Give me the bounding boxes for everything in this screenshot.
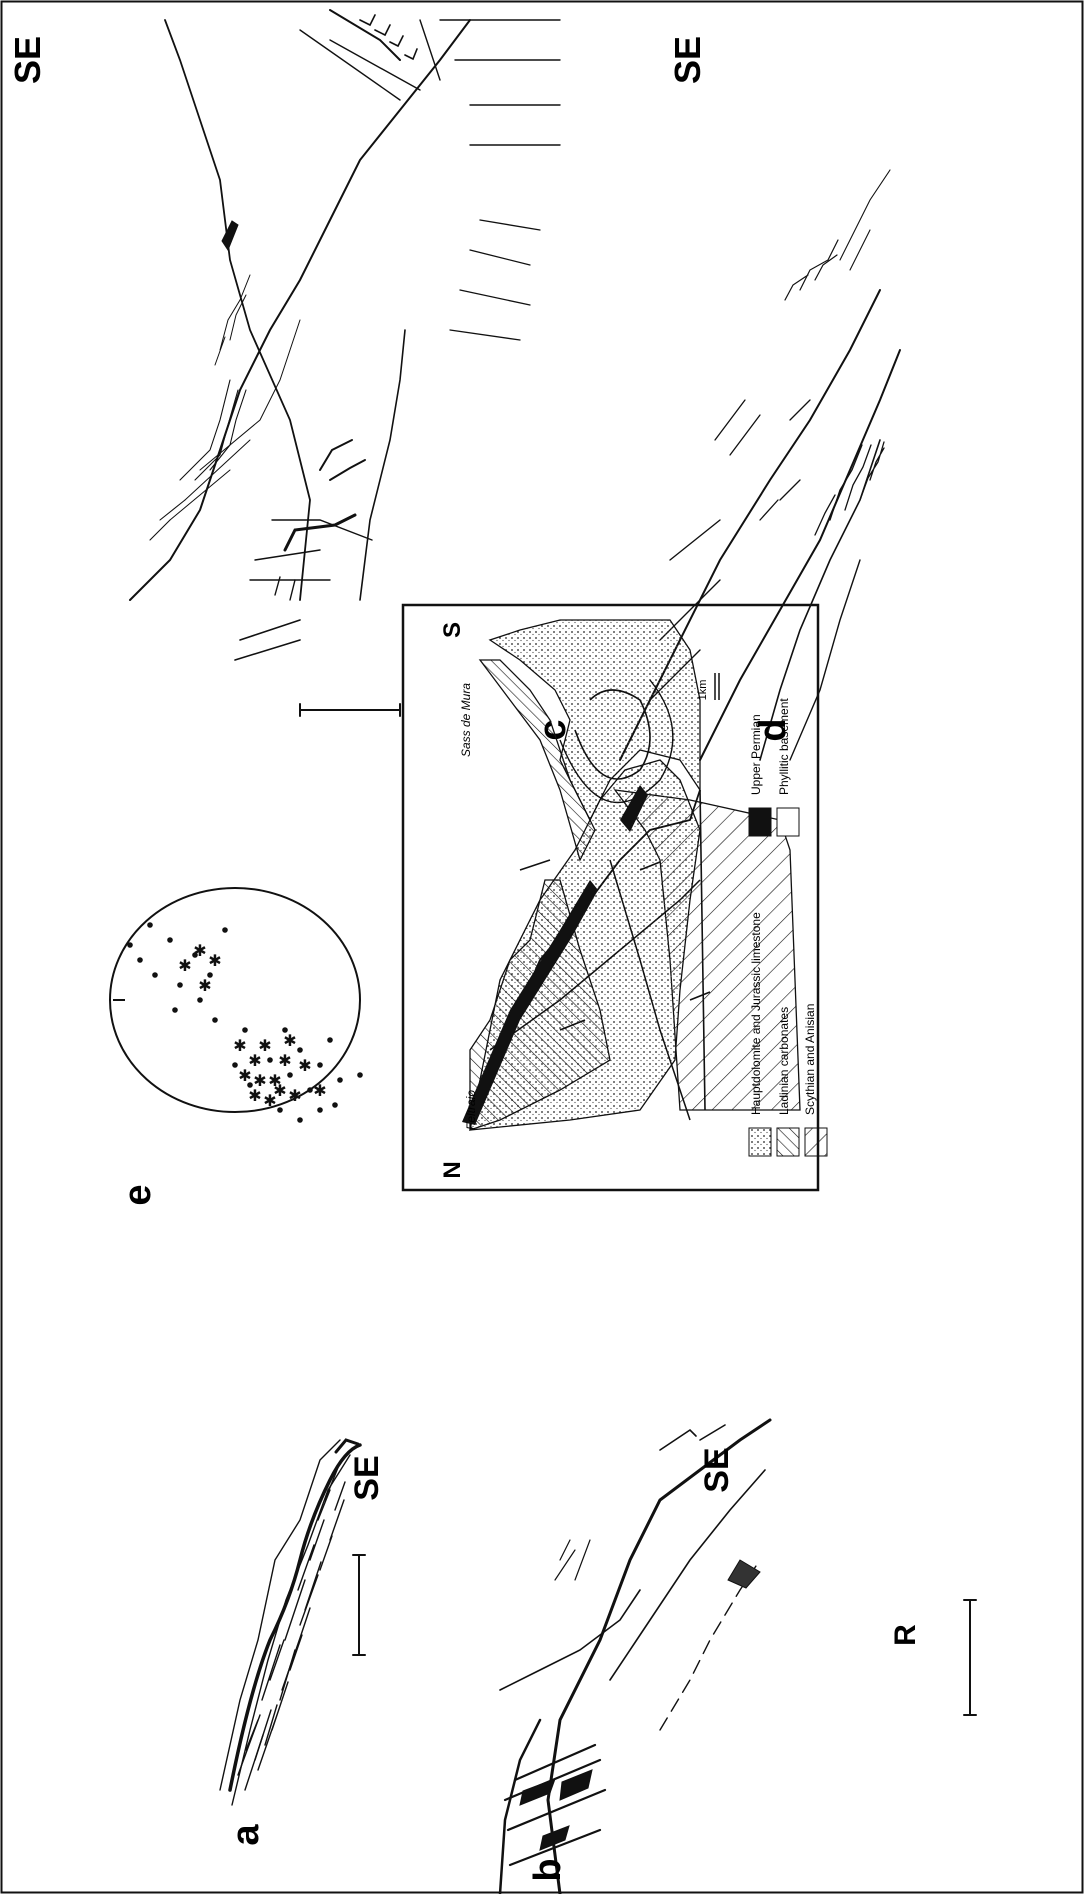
legend-swatch-scythian: [805, 1128, 827, 1156]
cross-section-box: N S Feltraio Sass de Mura 1km Hauptdolom…: [403, 605, 827, 1190]
stereonet-dot: [207, 972, 213, 978]
stereonet-star: ✱: [238, 1068, 251, 1085]
stereonet-dot: [172, 1007, 178, 1013]
panel-a-direction: SE: [348, 1455, 386, 1500]
legend-swatch-upper-permian: [749, 808, 771, 836]
panel-b-direction: SE: [698, 1447, 736, 1492]
legend-label-scythian: Scythian and Anisian: [803, 1004, 817, 1115]
stereonet-star: ✱: [288, 1088, 301, 1105]
stereonet-star: ✱: [178, 958, 191, 975]
stereonet-star: ✱: [258, 1038, 271, 1055]
stereonet-dot: [212, 1017, 218, 1023]
stereonet-dot: [222, 927, 228, 933]
section-left-label: N: [439, 1161, 466, 1178]
stereonet-dot: [287, 1072, 293, 1078]
stereonet-dot: [327, 1037, 333, 1043]
legend-swatch-ladinian: [777, 1128, 799, 1156]
section-place-left: Feltraio: [464, 1090, 478, 1130]
stereonet-star: ✱: [298, 1058, 311, 1075]
panel-a-letter: a: [225, 1824, 267, 1846]
stereonet-dot: [152, 972, 158, 978]
stereonet-dot: [177, 982, 183, 988]
section-scale-bar: 1km: [697, 673, 719, 700]
stereonet-dot: [332, 1102, 338, 1108]
stereonet-star: ✱: [233, 1038, 246, 1055]
stereonet-dot: [317, 1062, 323, 1068]
stereonet-dot: [127, 942, 133, 948]
stereonet-dot: [307, 1087, 313, 1093]
stereonet-star: ✱: [283, 1033, 296, 1050]
panel-d-direction: SE: [667, 36, 708, 84]
stereonet-dot: [267, 1057, 273, 1063]
stereonet-star: ✱: [273, 1083, 286, 1100]
stereonet-dot: [232, 1062, 238, 1068]
stereonet-dot: [137, 957, 143, 963]
stereonet-dot: [197, 997, 203, 1003]
stereonet: ✱✱✱✱✱✱✱✱✱✱✱✱✱✱✱✱✱✱: [110, 888, 363, 1123]
stereonet-star: ✱: [193, 943, 206, 960]
stereonet-dot: [337, 1077, 343, 1083]
panel-b-letter: b: [527, 1858, 569, 1881]
stereonet-circle: [110, 888, 360, 1112]
legend-label-upper-permian: Upper Permian: [749, 714, 763, 795]
stereonet-dot: [357, 1072, 363, 1078]
panel-b-sketch: [500, 1420, 976, 1894]
stereonet-star: ✱: [313, 1083, 326, 1100]
section-right-label: S: [439, 622, 466, 638]
legend-swatch-phyllitic: [777, 808, 799, 836]
legend-label-phyllitic: Phyllitic basement: [777, 698, 791, 795]
legend-label-hauptdolomite: Hauptdolomite and Jurassic limestone: [749, 912, 763, 1115]
stereonet-star: ✱: [208, 953, 221, 970]
panel-e-letter: e: [117, 1184, 159, 1205]
stereonet-dot: [282, 1027, 288, 1033]
panel-c-sketch: [130, 10, 560, 716]
legend-label-ladinian: Ladinian carbonates: [777, 1007, 791, 1115]
stereonet-star: ✱: [278, 1053, 291, 1070]
stereonet-dot: [242, 1027, 248, 1033]
legend-swatch-hauptdolomite: [749, 1128, 771, 1156]
stereonet-dot: [147, 922, 153, 928]
stereonet-dot: [297, 1047, 303, 1053]
stereonet-star: ✱: [248, 1088, 261, 1105]
stereonet-dot: [277, 1107, 283, 1113]
panel-b-marker: R: [889, 1624, 922, 1646]
panel-c-direction: SE: [7, 36, 48, 84]
stereonet-star: ✱: [198, 978, 211, 995]
section-place-right: Sass de Mura: [459, 683, 473, 757]
section-scale-label: 1km: [697, 680, 709, 701]
stereonet-dot: [297, 1117, 303, 1123]
stereonet-dot: [167, 937, 173, 943]
stereonet-dot: [317, 1107, 323, 1113]
panel-a-sketch: [220, 1440, 365, 1805]
